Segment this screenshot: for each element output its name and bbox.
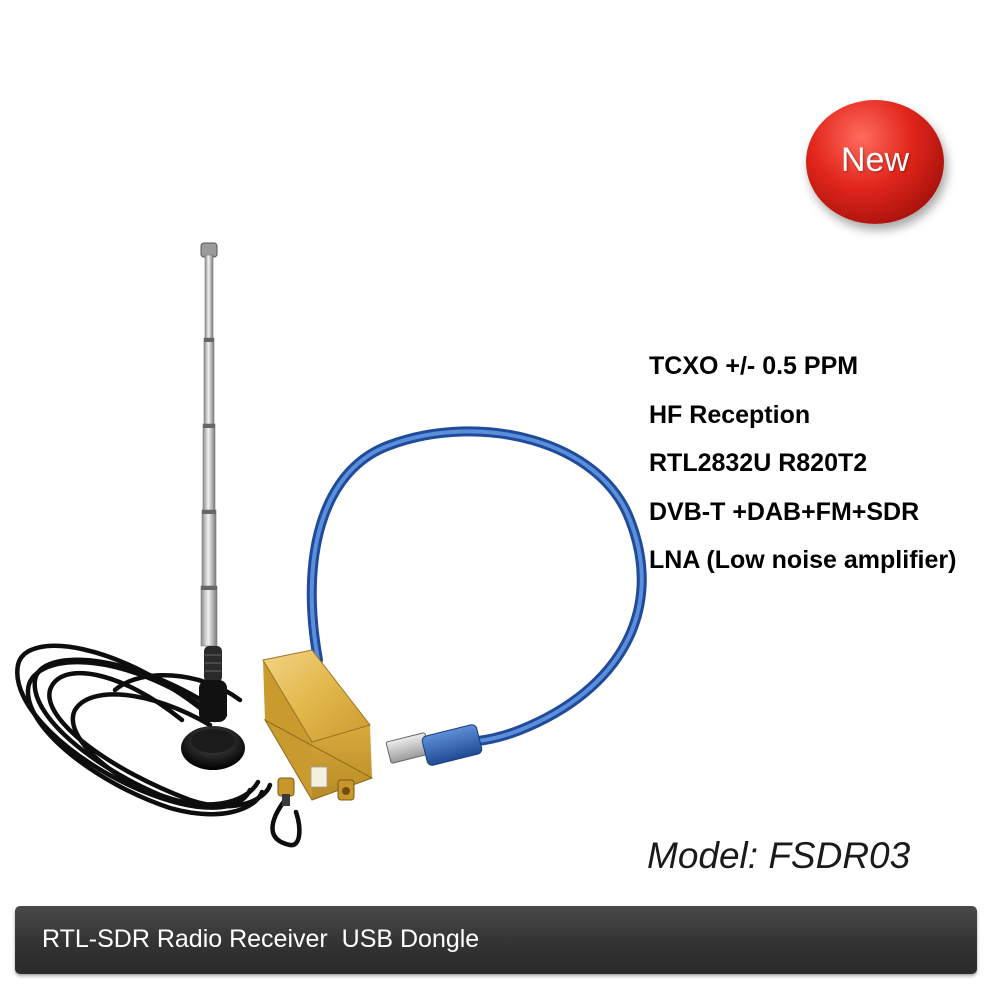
feature-item: RTL2832U R820T2 (649, 449, 868, 477)
feature-item: LNA (Low noise amplifier) (649, 546, 957, 574)
feature-item: HF Reception (649, 400, 811, 429)
feature-list: TCXO +/- 0.5 PPM HF Reception RTL2832U R… (649, 342, 956, 585)
sma-connectors (277, 766, 355, 806)
new-badge-label: New (840, 140, 910, 179)
antenna-cable (15, 643, 302, 848)
usb-plug (385, 724, 483, 766)
telescopic-antenna (181, 242, 245, 770)
feature-item: TCXO +/- 0.5 PPM (649, 352, 859, 380)
feature-item: DVB-T +DAB+FM+SDR (649, 497, 920, 526)
usb-cable (306, 426, 647, 748)
model-label: Model: FSDR03 (647, 835, 911, 876)
new-badge: New (806, 100, 944, 224)
footer-banner-text: RTL-SDR Radio Receiver USB Dongle (42, 925, 480, 953)
footer-banner: RTL-SDR Radio Receiver USB Dongle (15, 906, 977, 974)
